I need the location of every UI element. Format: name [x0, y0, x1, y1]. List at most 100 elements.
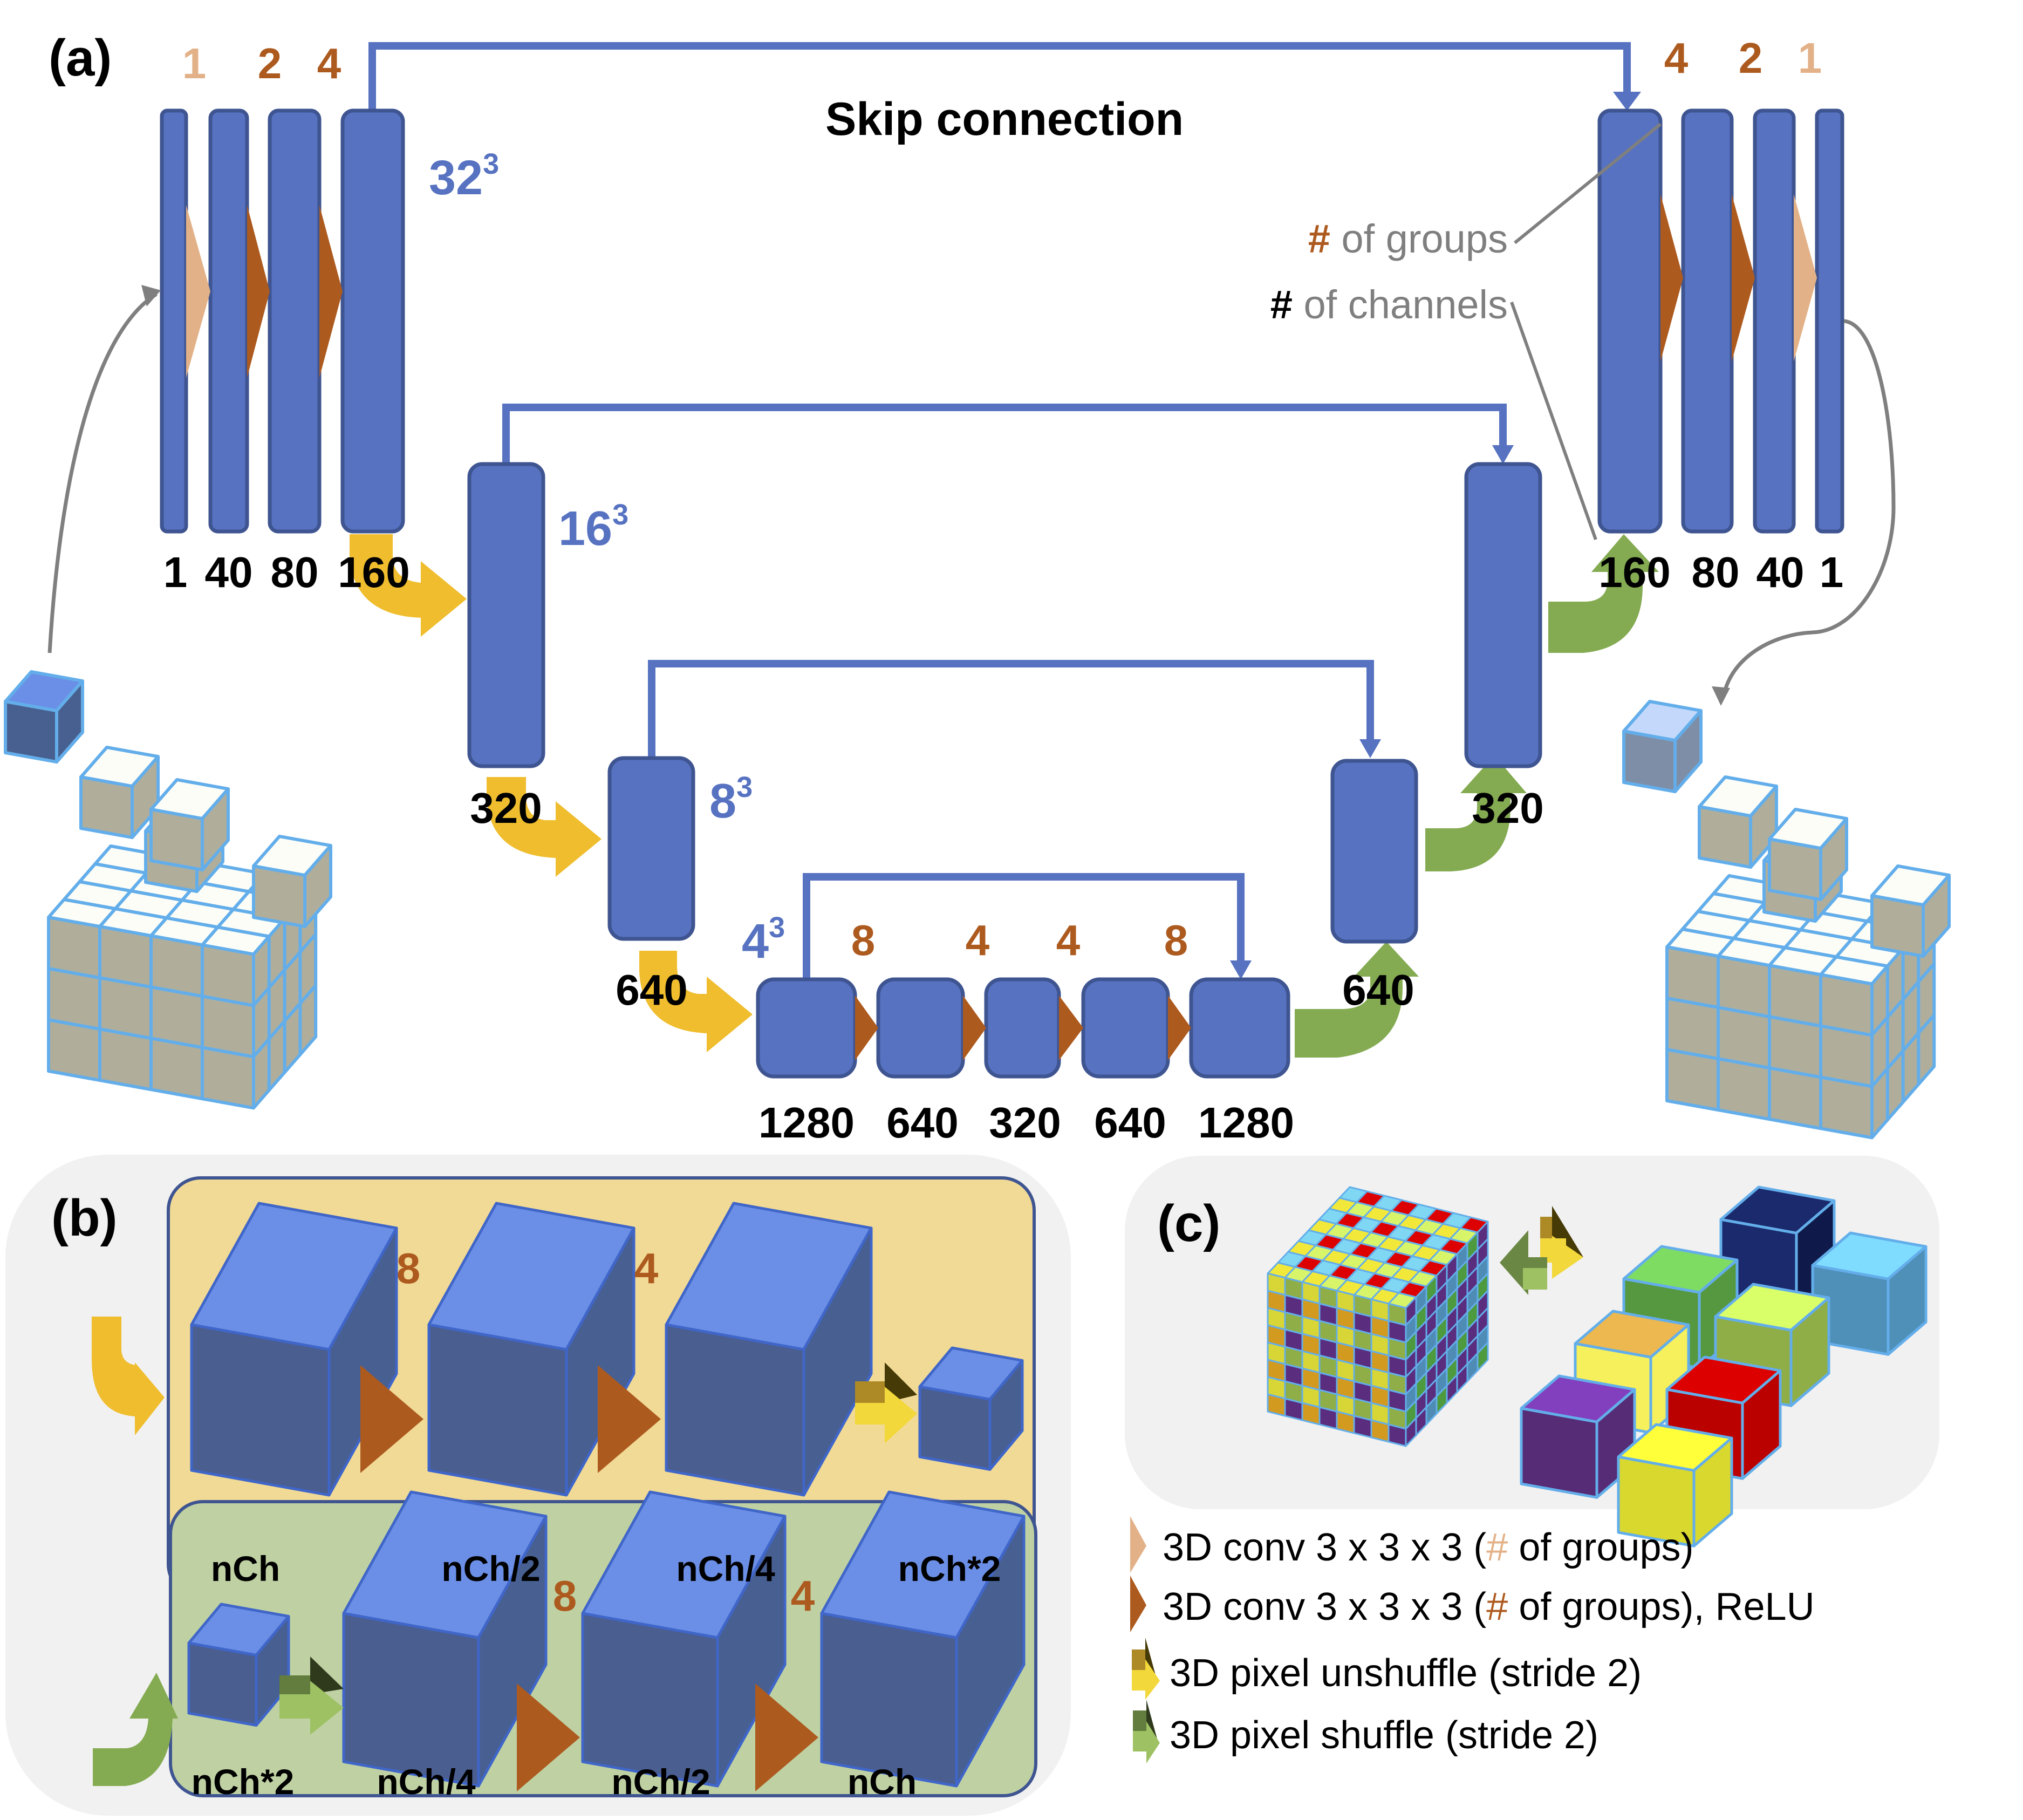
groups-annotation: # of groups — [1308, 216, 1508, 261]
feature-block — [467, 462, 545, 768]
conv-triangle-relu-icon — [1130, 1576, 1146, 1632]
group-count: 8 — [1164, 916, 1188, 964]
conv-triangle-relu-icon — [1168, 996, 1191, 1060]
channel-label: nCh/4 — [377, 1762, 476, 1802]
pixel-cell — [1284, 1398, 1303, 1421]
encoder-block — [190, 1202, 1024, 1497]
pixel-unshuffle-arrow-icon — [1132, 1638, 1160, 1700]
pixel-shuffle-arrow-icon — [1500, 1230, 1547, 1295]
panel-c-label: (c) — [1157, 1195, 1220, 1252]
conv-triangle-relu-icon — [963, 996, 986, 1060]
channel-count: 1280 — [1198, 1099, 1294, 1147]
encoder-level1: 1 2 4 323 — [160, 39, 499, 534]
channel-count: 320 — [989, 1099, 1061, 1147]
pixel-shuffle-arrow-icon — [310, 1657, 344, 1694]
annotations: # of groups # of channels — [1270, 122, 1662, 541]
group-count: 1 — [182, 39, 207, 87]
group-count: 2 — [1739, 34, 1763, 82]
channel-count: 80 — [271, 548, 319, 596]
voxel-cube — [149, 778, 230, 872]
channel-count: 160 — [1598, 548, 1670, 596]
feature-block — [984, 977, 1061, 1079]
feature-block — [208, 108, 249, 534]
pixel-cell — [1318, 1406, 1338, 1430]
cube-side-face — [716, 1515, 787, 1788]
channel-count: 40 — [205, 548, 253, 596]
cube-front-face — [342, 1612, 480, 1788]
bottleneck: 43 8 4 4 8 1280 640 320 640 1280 — [742, 911, 1294, 1147]
cube-front-face — [427, 1323, 568, 1497]
skip-connections — [368, 42, 1641, 979]
pixel-unshuffle-arrow-icon — [1540, 1206, 1583, 1279]
conv-triangle-relu-icon — [517, 1683, 580, 1791]
cube-side-face — [55, 679, 84, 764]
voxel-side — [1917, 1013, 1936, 1086]
channel-count: 80 — [1692, 548, 1740, 596]
cube-side-face — [802, 1226, 873, 1497]
cube-side-face — [1692, 1436, 1733, 1548]
feature-block — [1815, 108, 1844, 534]
cube-side-face — [565, 1226, 635, 1497]
voxel-cube — [1698, 775, 1778, 869]
decoder-block — [187, 1490, 1026, 1791]
group-count: 4 — [1664, 34, 1689, 82]
channel-label: nCh/4 — [676, 1549, 775, 1589]
cube-side-face — [1673, 709, 1703, 794]
pixel-shuffle-arrow-icon — [279, 1681, 344, 1735]
cube-side-face — [1922, 874, 1951, 958]
group-count: 4 — [966, 916, 990, 964]
feature-cube — [342, 1490, 548, 1788]
conv-triangle-relu-icon — [598, 1365, 661, 1473]
channel-label: nCh*2 — [192, 1762, 295, 1802]
group-count: 8 — [851, 916, 876, 964]
panel-b-label: (b) — [51, 1189, 118, 1247]
pixel-cell — [1370, 1419, 1390, 1443]
skip-connection-title: Skip connection — [825, 93, 1184, 145]
resolution-label-8: 83 — [709, 771, 753, 828]
channel-label: nCh/2 — [441, 1549, 540, 1589]
legend-item-conv: 3D conv 3 x 3 x 3 (# of groups) — [1130, 1516, 1694, 1573]
channel-blocks — [1520, 1185, 1928, 1548]
annotation-leader-line — [1510, 301, 1597, 541]
feature-block — [160, 108, 188, 534]
skip-connection-level1 — [368, 42, 1631, 111]
voxel-cube — [252, 835, 332, 929]
legend-item-pixel-shuffle: 3D pixel shuffle (stride 2) — [1133, 1700, 1598, 1763]
legend: 3D conv 3 x 3 x 3 (# of groups) 3D conv … — [1130, 1516, 1815, 1763]
conv-triangle-light-icon — [186, 205, 210, 378]
cube-front-face — [187, 1641, 258, 1727]
skip-arrowhead-level1 — [1613, 92, 1641, 111]
decoder-level1: 4 2 1 — [1597, 34, 1844, 534]
channel-label: nCh — [848, 1762, 917, 1802]
conv-triangle-relu-icon — [319, 205, 343, 378]
cube-side-face — [1819, 817, 1848, 902]
cube-side-face — [327, 1226, 398, 1497]
pixel-cell — [1301, 1402, 1321, 1426]
feature-cube — [918, 1346, 1024, 1471]
channel-count: 640 — [616, 966, 687, 1014]
feature-block — [268, 108, 322, 534]
skip-arrowhead-level2 — [1492, 445, 1514, 464]
upsample-arrow-icon — [1548, 534, 1659, 653]
feature-block — [340, 108, 405, 534]
cube-front-face — [581, 1612, 719, 1788]
cube-side-face — [1789, 1296, 1830, 1407]
feature-block — [756, 977, 857, 1079]
annotation-leader-line — [1514, 122, 1662, 244]
group-count: 4 — [1056, 916, 1081, 964]
conv-triangle-relu-icon — [855, 996, 878, 1060]
channel-count: 1280 — [758, 1099, 855, 1147]
group-count: 4 — [634, 1244, 659, 1292]
feature-block — [1330, 759, 1418, 944]
group-count: 2 — [258, 39, 282, 87]
feature-cube — [190, 1202, 398, 1497]
pixel-cell — [1267, 1393, 1286, 1417]
skip-connection-bottleneck — [803, 873, 1245, 979]
group-count: 8 — [397, 1244, 421, 1292]
cube-front-face — [918, 1385, 992, 1471]
voxel-cube — [79, 746, 160, 840]
channel-block — [1719, 1185, 1836, 1310]
output-arrowhead-icon — [1712, 686, 1730, 706]
legend-text: 3D pixel shuffle (stride 2) — [1170, 1714, 1598, 1757]
